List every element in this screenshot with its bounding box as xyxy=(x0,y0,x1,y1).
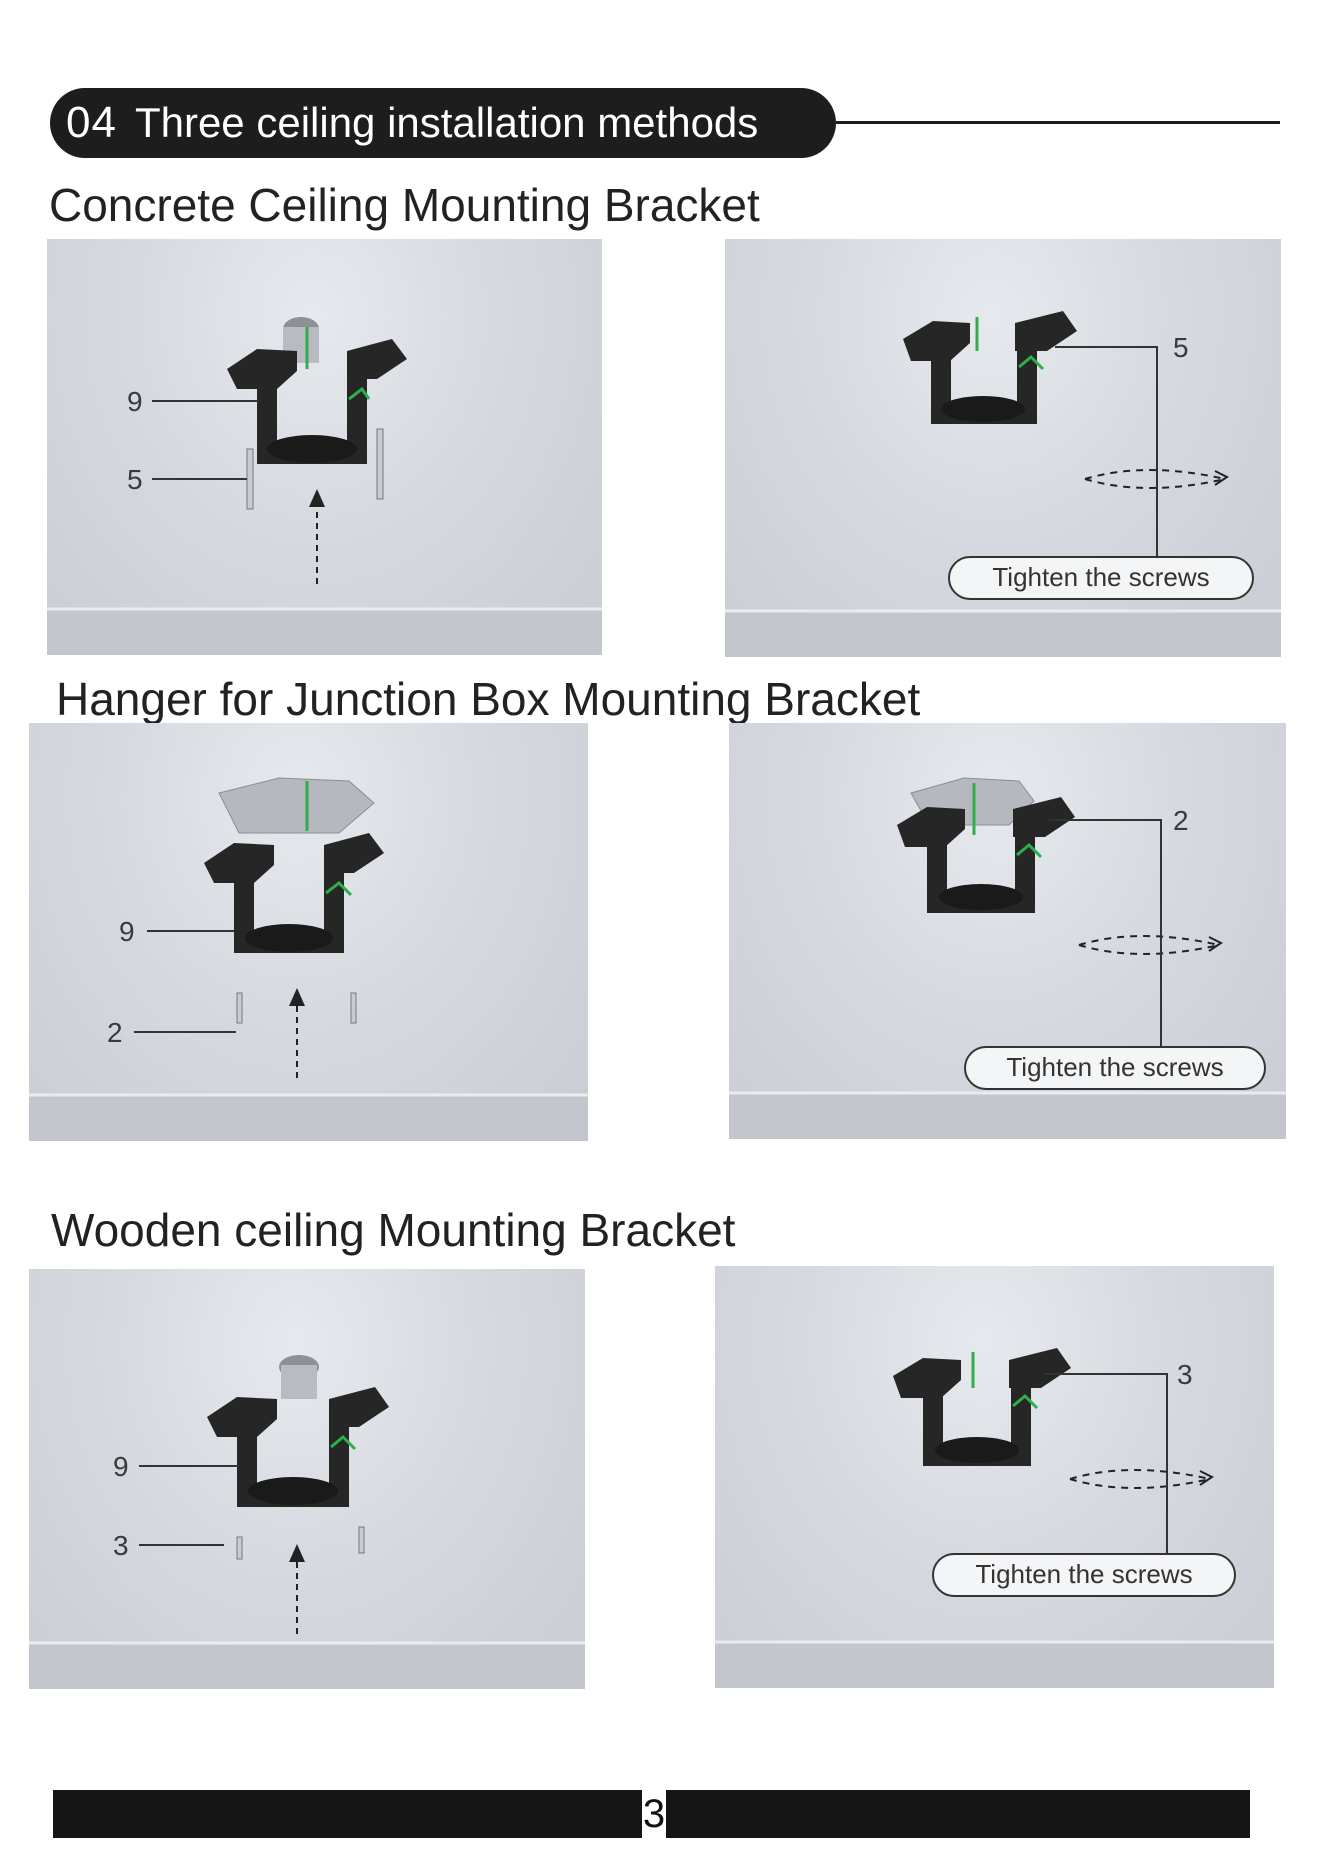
section-title-concrete: Concrete Ceiling Mounting Bracket xyxy=(49,178,760,232)
illustration-concrete-step1: 9 5 xyxy=(47,239,602,655)
part-label-9: 9 xyxy=(113,1451,129,1482)
part-label-9: 9 xyxy=(127,386,143,417)
part-label-5: 5 xyxy=(127,464,143,495)
section-title-wooden: Wooden ceiling Mounting Bracket xyxy=(51,1203,735,1257)
section-title-junction-box: Hanger for Junction Box Mounting Bracket xyxy=(56,672,920,726)
header-divider xyxy=(836,121,1280,124)
bracket-figure: 9 3 xyxy=(29,1269,585,1689)
bracket-figure: 9 5 xyxy=(47,239,602,655)
part-label-2: 2 xyxy=(1173,805,1189,836)
bracket-figure: 2 Tighten the screws xyxy=(729,723,1286,1139)
callout-tighten-screws: Tighten the screws xyxy=(975,1559,1192,1589)
section-header-title: Three ceiling installation methods xyxy=(135,99,758,147)
bracket-figure: 5 Tighten the screws xyxy=(725,239,1281,657)
callout-tighten-screws: Tighten the screws xyxy=(1006,1052,1223,1082)
section-header: 04 Three ceiling installation methods xyxy=(50,88,836,158)
part-label-5: 5 xyxy=(1173,332,1189,363)
page-number: 3 xyxy=(642,1788,666,1840)
callout-tighten-screws: Tighten the screws xyxy=(992,562,1209,592)
part-label-3: 3 xyxy=(1177,1359,1193,1390)
part-label-3: 3 xyxy=(113,1530,129,1561)
part-label-2: 2 xyxy=(107,1017,123,1048)
section-number: 04 xyxy=(66,98,117,148)
bracket-figure: 9 2 xyxy=(29,723,588,1141)
illustration-junction-step1: 9 2 xyxy=(29,723,588,1141)
illustration-wooden-step2: 3 Tighten the screws xyxy=(715,1266,1274,1688)
illustration-concrete-step2: 5 Tighten the screws xyxy=(725,239,1281,657)
illustration-wooden-step1: 9 3 xyxy=(29,1269,585,1689)
illustration-junction-step2: 2 Tighten the screws xyxy=(729,723,1286,1139)
bracket-figure: 3 Tighten the screws xyxy=(715,1266,1274,1688)
part-label-9: 9 xyxy=(119,916,135,947)
